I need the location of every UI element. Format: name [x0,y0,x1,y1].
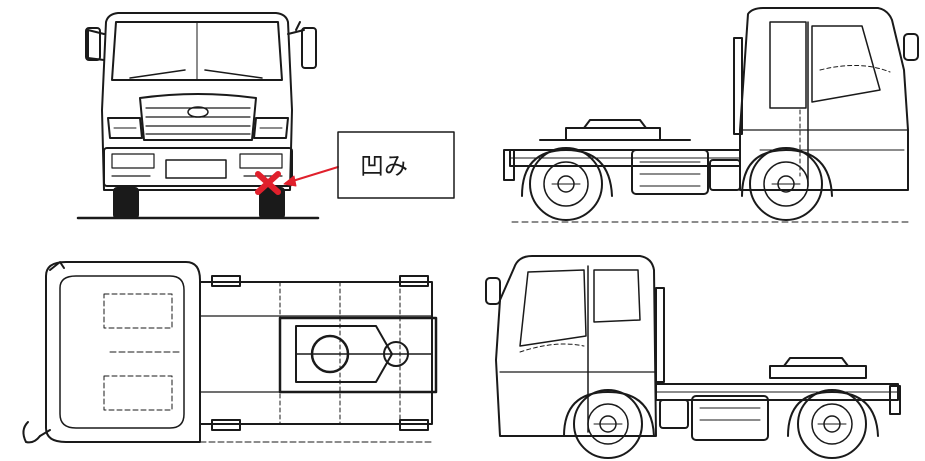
callout-label: 凹み [360,152,408,180]
left-side-view [503,7,919,223]
front-view [76,12,320,220]
right-side-view [485,255,901,459]
callout-box [337,131,455,199]
x-mark-icon [255,171,281,195]
top-view [22,261,438,444]
damage-marker [255,166,339,195]
